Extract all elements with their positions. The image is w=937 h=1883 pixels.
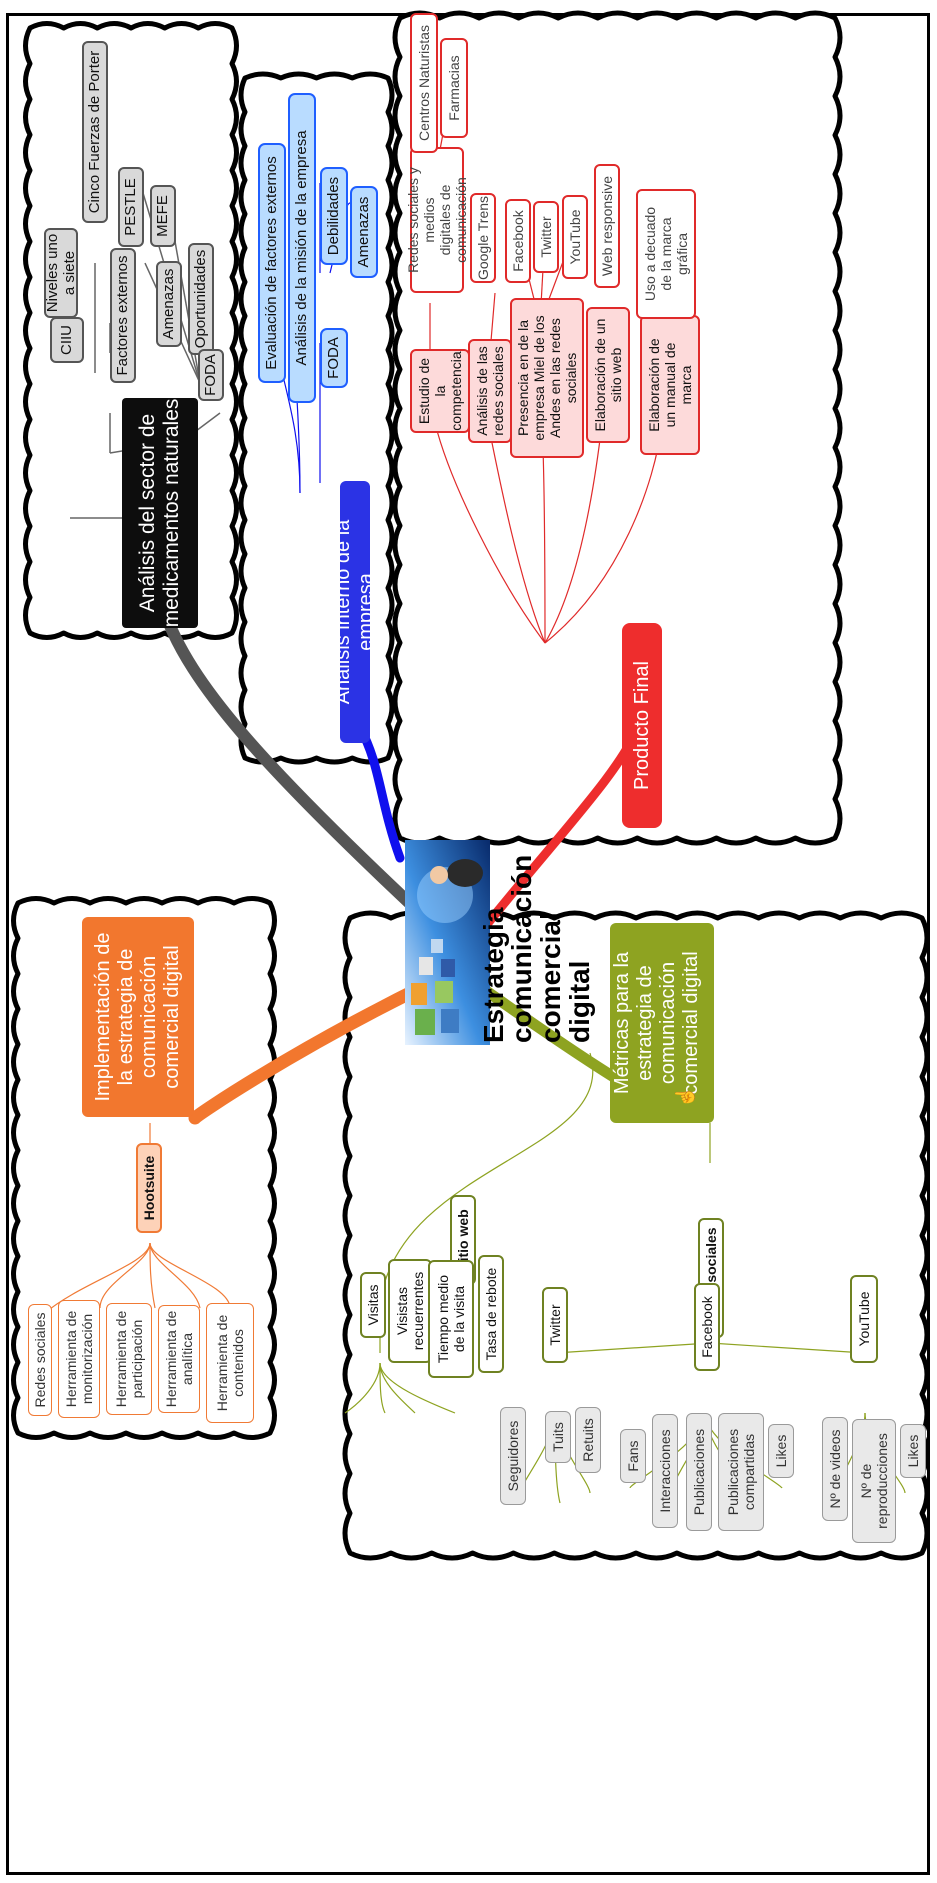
node-recurrentes[interactable]: Visistas recuerrentes bbox=[388, 1259, 432, 1363]
node-mefe[interactable]: MEFE bbox=[150, 185, 176, 247]
node-rebote[interactable]: Tasa de rebote bbox=[478, 1255, 504, 1373]
node-foda-interno[interactable]: FODA bbox=[320, 328, 348, 388]
central-title: Estrategia comunicación comercial digita… bbox=[477, 854, 595, 1043]
node-evaluacion[interactable]: Evaluación de factores externos bbox=[258, 143, 286, 383]
topic-interno[interactable]: Análisis interno de la empresa bbox=[332, 481, 377, 743]
node-publicaciones[interactable]: Publicaciones bbox=[686, 1413, 712, 1531]
node-retuits[interactable]: Retuits bbox=[575, 1407, 601, 1473]
node-presencia[interactable]: Presencia en de la empresa Miel de los A… bbox=[510, 298, 584, 458]
node-likes-fb[interactable]: Likes bbox=[768, 1424, 794, 1478]
node-estudio[interactable]: Estudio de la competencia bbox=[410, 349, 470, 433]
node-centros[interactable]: Centros Naturistas bbox=[410, 13, 438, 153]
topic-metricas[interactable]: Métricas para la estrategia de comunicac… bbox=[610, 923, 714, 1123]
node-reproducciones[interactable]: Nº de reproducciones bbox=[852, 1419, 896, 1543]
central-image bbox=[405, 840, 490, 1045]
node-farmacias[interactable]: Farmacias bbox=[440, 38, 468, 138]
node-participacion[interactable]: Herramienta de participación bbox=[106, 1303, 152, 1415]
node-factores-externos[interactable]: Factores externos bbox=[110, 248, 136, 383]
cloud-metricas bbox=[342, 910, 930, 1561]
node-fans[interactable]: Fans bbox=[620, 1429, 646, 1483]
node-seguidores[interactable]: Seguidores bbox=[500, 1407, 526, 1505]
node-responsive[interactable]: Web responsive bbox=[594, 164, 620, 288]
node-tiempo[interactable]: Tiempo medio de la visita bbox=[428, 1260, 474, 1378]
node-monitorizacion[interactable]: Herramienta de monitorización bbox=[58, 1300, 100, 1418]
node-compartidas[interactable]: Publicaciones compartidas bbox=[718, 1413, 764, 1531]
node-hootsuite[interactable]: Hootsuite bbox=[136, 1143, 162, 1233]
node-mision[interactable]: Análisis de la misión de la empresa bbox=[288, 93, 316, 403]
node-youtube-p[interactable]: YouTube bbox=[562, 195, 588, 279]
branch-sector bbox=[159, 607, 426, 919]
node-amenazas[interactable]: Amenazas bbox=[156, 261, 182, 347]
node-analitica[interactable]: Herramienta de analítica bbox=[158, 1305, 200, 1413]
node-porter[interactable]: Cinco Fuerzas de Porter bbox=[82, 41, 108, 223]
node-manual[interactable]: Elaboración de un manual de marca bbox=[640, 315, 700, 455]
topic-sector[interactable]: Análisis del sector de medicamentos natu… bbox=[122, 398, 198, 628]
node-interacciones[interactable]: Interacciones bbox=[652, 1414, 678, 1528]
node-ciiu[interactable]: CIIU bbox=[50, 317, 84, 363]
metricas-label: Métricas para la estrategia de comunicac… bbox=[611, 951, 702, 1095]
node-google[interactable]: Google Trens bbox=[470, 193, 496, 283]
node-tuits[interactable]: Tuits bbox=[545, 1411, 571, 1463]
branch-implementacion bbox=[188, 986, 417, 1125]
node-facebook-p[interactable]: Facebook bbox=[505, 199, 531, 283]
topic-producto[interactable]: Producto Final bbox=[622, 623, 662, 828]
node-youtube-m[interactable]: YouTube bbox=[850, 1275, 878, 1363]
node-redes-medios[interactable]: Redes sociales y medios digitales de com… bbox=[405, 147, 469, 293]
node-foda-sector[interactable]: FODA bbox=[198, 349, 224, 401]
digital-media-photo-icon bbox=[405, 840, 490, 1045]
node-facebook-m[interactable]: Facebook bbox=[694, 1283, 720, 1371]
node-debilidades[interactable]: Debilidades bbox=[320, 167, 348, 265]
pointing-hand-icon: ☝ bbox=[675, 1085, 695, 1108]
node-uso[interactable]: Uso a decuado de la marca gráfica bbox=[636, 189, 696, 319]
node-videos[interactable]: Nº de videos bbox=[822, 1417, 848, 1521]
node-sitio-p[interactable]: Elaboración de un sitio web bbox=[586, 307, 630, 443]
node-amenazas-interno[interactable]: Amenazas bbox=[350, 186, 378, 278]
node-pestle[interactable]: PESTLE bbox=[118, 167, 144, 247]
topic-implementacion[interactable]: Implementación de la estrategia de comun… bbox=[82, 917, 194, 1117]
node-twitter-m[interactable]: Twitter bbox=[542, 1287, 568, 1363]
node-oportunidades[interactable]: Oportunidades bbox=[188, 243, 214, 355]
node-redes-hootsuite[interactable]: Redes sociales bbox=[28, 1304, 52, 1416]
node-analisis-redes[interactable]: Análisis de las redes sociales bbox=[468, 339, 512, 443]
node-likes-yt[interactable]: Likes bbox=[900, 1424, 926, 1478]
node-contenidos[interactable]: Herramienta de contenidos bbox=[206, 1303, 254, 1423]
node-twitter-p[interactable]: Twitter bbox=[533, 201, 559, 273]
node-niveles[interactable]: Niveles uno a siete bbox=[44, 228, 78, 318]
node-visitas[interactable]: Visitas bbox=[360, 1272, 386, 1338]
